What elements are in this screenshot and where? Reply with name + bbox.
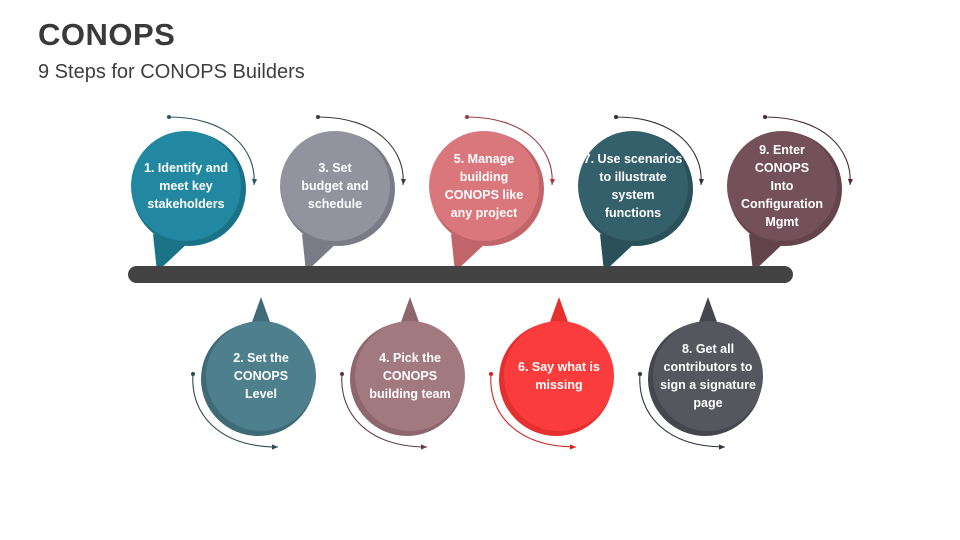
- arc-connector-4: [340, 372, 428, 450]
- arc-path: [168, 116, 255, 186]
- step-bubble-5[interactable]: [429, 131, 544, 246]
- step-bubble-8[interactable]: [648, 321, 763, 436]
- arc-arrowhead: [719, 444, 725, 450]
- arc-arrowhead: [570, 444, 576, 450]
- bubble-tail-6: [550, 297, 568, 322]
- bubble-circle: [727, 131, 837, 241]
- arc-arrowhead: [251, 178, 258, 185]
- arc-start-dot: [465, 115, 469, 119]
- bubble-circle: [504, 321, 614, 431]
- arc-arrowhead: [421, 444, 427, 450]
- bubble-circle: [280, 131, 390, 241]
- bubble-tail-2: [252, 297, 270, 322]
- arc-path: [639, 373, 726, 448]
- arc-arrowhead: [847, 178, 854, 185]
- arc-start-dot: [489, 372, 493, 376]
- bubble-circle: [131, 131, 241, 241]
- arc-connector-6: [489, 372, 577, 450]
- arc-start-dot: [316, 115, 320, 119]
- step-bubble-1[interactable]: [131, 131, 246, 246]
- arc-connector-9: [763, 115, 854, 186]
- bubble-circle: [653, 321, 763, 431]
- arc-connector-3: [316, 115, 407, 186]
- bubble-circle: [206, 321, 316, 431]
- page-subtitle: 9 Steps for CONOPS Builders: [38, 61, 305, 83]
- step-bubble-7[interactable]: [578, 131, 693, 246]
- bubble-circle: [429, 131, 539, 241]
- arc-connector-5: [465, 115, 556, 186]
- arc-path: [192, 373, 279, 448]
- arc-start-dot: [638, 372, 642, 376]
- arc-arrowhead: [549, 178, 556, 185]
- bubble-tail-8: [699, 297, 717, 322]
- arc-start-dot: [614, 115, 618, 119]
- arc-path: [764, 116, 851, 186]
- step-bubble-4[interactable]: [350, 321, 465, 436]
- bubble-circle: [578, 131, 688, 241]
- arc-start-dot: [191, 372, 195, 376]
- step-bubble-9[interactable]: [727, 131, 842, 246]
- arc-path: [317, 116, 404, 186]
- step-bubble-6[interactable]: [499, 321, 614, 436]
- arc-path: [490, 373, 577, 448]
- arc-connectors-layer: [167, 115, 854, 450]
- arc-path: [341, 373, 428, 448]
- arc-arrowhead: [400, 178, 407, 185]
- bubbles-layer: [131, 131, 842, 436]
- step-bubble-2[interactable]: [201, 321, 316, 436]
- bubble-circle: [355, 321, 465, 431]
- arc-start-dot: [763, 115, 767, 119]
- bubble-tail-4: [401, 297, 419, 322]
- arc-arrowhead: [272, 444, 278, 450]
- timeline-bar-layer: [128, 266, 793, 283]
- timeline-bar: [128, 266, 793, 283]
- page-title: CONOPS: [38, 17, 176, 52]
- arc-connector-2: [191, 372, 279, 450]
- arc-arrowhead: [698, 178, 705, 185]
- arc-path: [466, 116, 553, 186]
- step-bubble-3[interactable]: [280, 131, 395, 246]
- arc-start-dot: [167, 115, 171, 119]
- arc-connector-7: [614, 115, 705, 186]
- arc-connector-1: [167, 115, 258, 186]
- arc-start-dot: [340, 372, 344, 376]
- arc-connector-8: [638, 372, 726, 450]
- arc-path: [615, 116, 702, 186]
